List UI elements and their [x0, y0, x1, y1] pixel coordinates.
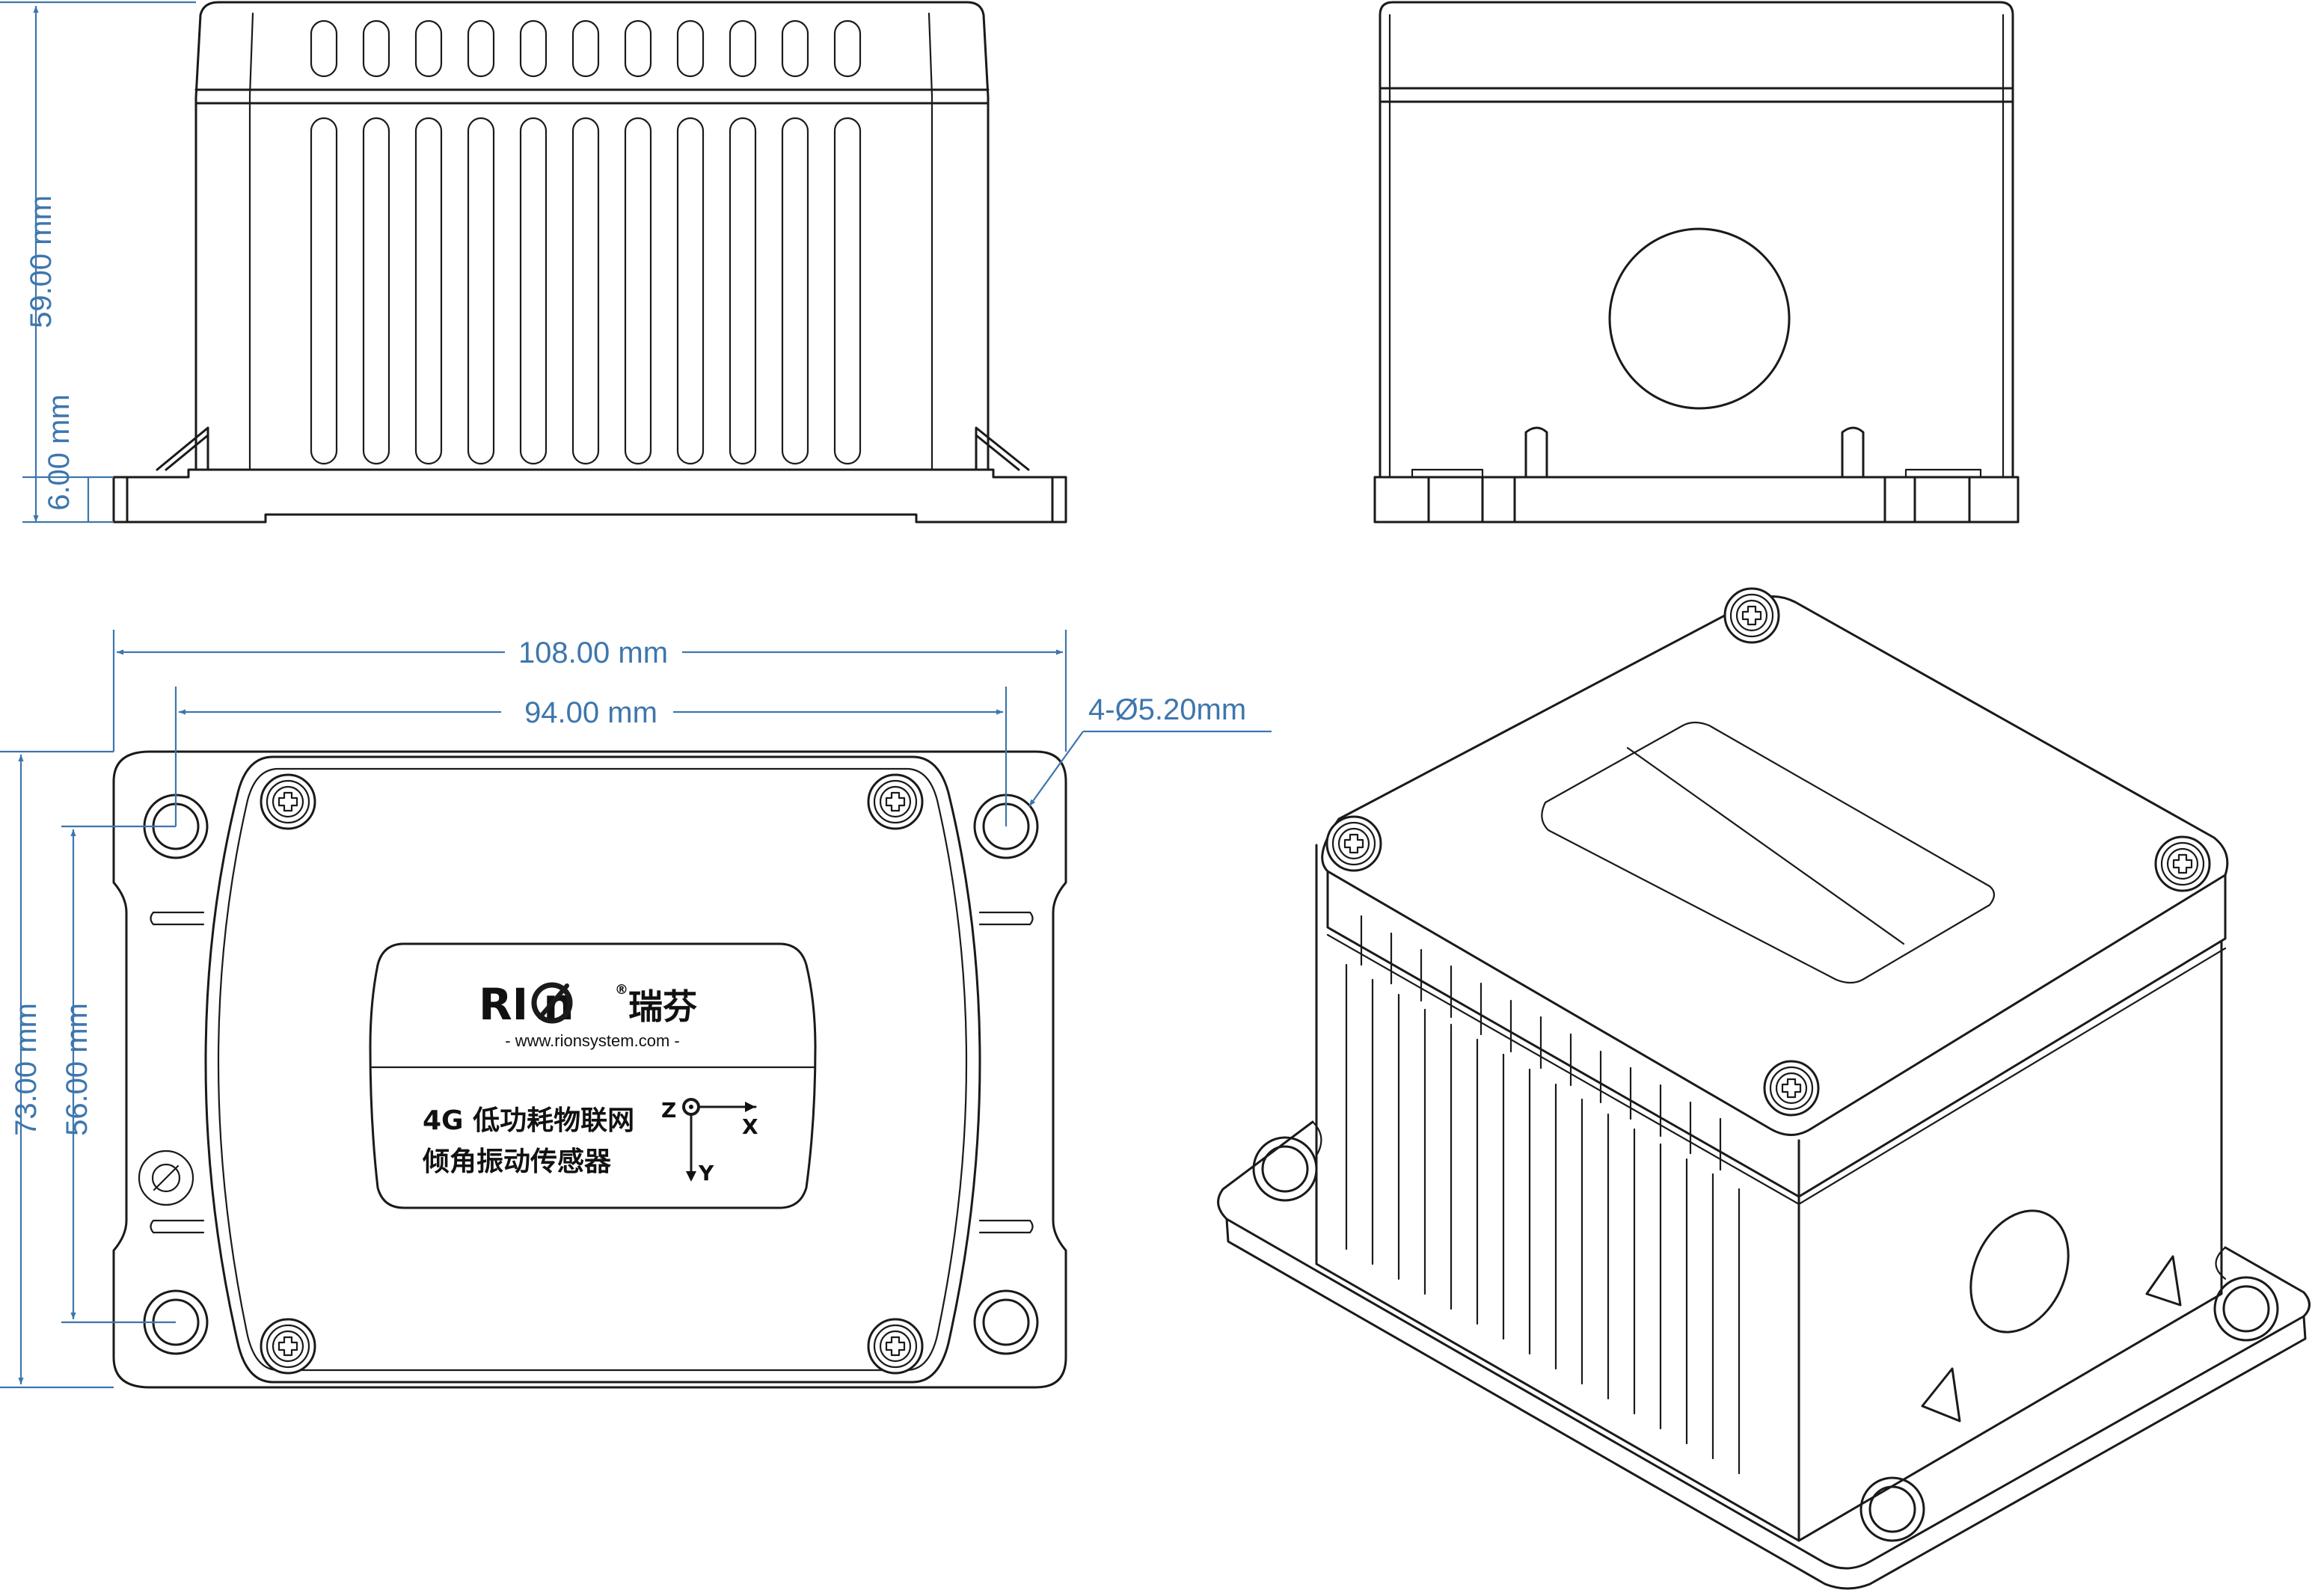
product-line-2: 倾角振动传感器	[422, 1147, 612, 1177]
screw-icon	[867, 1318, 924, 1375]
plan-dimensions: 108.00 mm 94.00 mm 4-Ø5.20mm 73.00 mm 56…	[0, 630, 1272, 1389]
axis-indicator: Z X Y	[661, 1098, 758, 1185]
dim-hole-spacing-y: 56.00 mm	[61, 1003, 93, 1136]
cable-gland-hole	[1608, 227, 1791, 410]
product-line-1: 4G 低功耗物联网	[423, 1105, 634, 1136]
front-view	[112, 1, 1067, 524]
svg-text:X: X	[742, 1114, 758, 1139]
iso-mount-hole	[1252, 1136, 1318, 1202]
screw-icon	[1763, 1060, 1820, 1117]
svg-text:Z: Z	[661, 1098, 676, 1123]
screw-icon	[260, 773, 316, 830]
website-text: - www.rionsystem.com -	[505, 1031, 679, 1050]
dim-length-total: 108.00 mm	[518, 636, 668, 669]
svg-text:瑞芬: 瑞芬	[628, 986, 697, 1027]
address-dial-icon	[138, 1150, 194, 1206]
top-vent-slots	[310, 19, 862, 78]
isometric-view	[1217, 587, 2311, 1590]
dim-hole-spec: 4-Ø5.20mm	[1088, 693, 1246, 726]
svg-text:Y: Y	[698, 1161, 714, 1185]
screw-icon	[867, 773, 924, 830]
screw-icon	[1723, 587, 1780, 644]
screw-icon	[1325, 815, 1382, 872]
iso-fins	[1345, 915, 1741, 1475]
top-view: RI n ® 瑞芬 - www.rionsystem.com - 4G 低功耗物…	[112, 750, 1067, 1389]
iso-mount-hole	[2213, 1276, 2279, 1342]
brand-logo: RI n ® 瑞芬	[479, 979, 697, 1030]
dim-width-total: 73.00 mm	[10, 1003, 43, 1136]
side-view	[1373, 1, 2020, 524]
screw-icon	[260, 1318, 316, 1375]
mount-hole-br	[973, 1289, 1039, 1355]
height-dimensions: 59.00 mm 6.00 mm	[0, 1, 196, 524]
screw-icon	[2154, 835, 2211, 892]
svg-text:®: ®	[615, 982, 628, 998]
iso-cable-hole	[1969, 1209, 2070, 1333]
dim-height-total: 59.00 mm	[25, 195, 58, 328]
dim-hole-spacing-x: 94.00 mm	[524, 696, 657, 729]
product-label: RI n ® 瑞芬 - www.rionsystem.com - 4G 低功耗物…	[369, 942, 817, 1209]
dim-flange-height: 6.00 mm	[43, 394, 76, 511]
side-fins	[310, 117, 862, 465]
